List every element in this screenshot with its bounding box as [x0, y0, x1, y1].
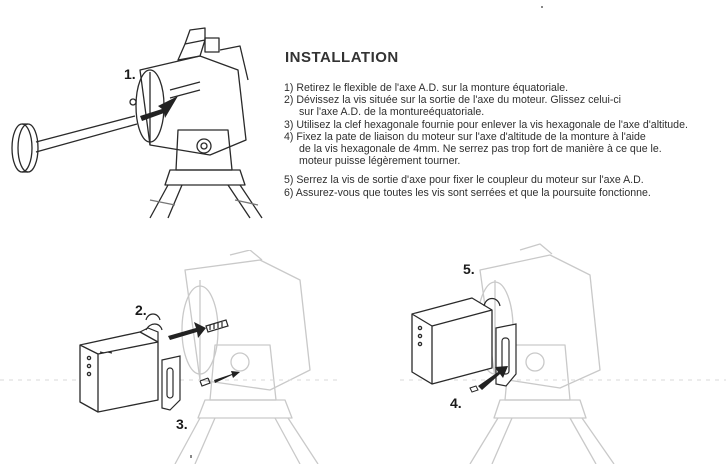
figure-label-5: 5.	[463, 261, 475, 277]
instruction-step-3: 3) Utilisez la clef hexagonale fournie p…	[284, 118, 688, 131]
instruction-step-4: 4) Fixez la pate de liaison du moteur su…	[284, 130, 646, 143]
figure-attach-motor	[0, 250, 340, 464]
figure-remove-flex-cable	[11, 27, 263, 219]
hex-screw	[199, 377, 211, 387]
figure-label-3: 3.	[176, 416, 188, 432]
scan-speck	[190, 455, 192, 458]
instruction-step-4-cont-2: moteur puisse légèrement tourner.	[299, 155, 461, 168]
instruction-step-2-cont: sur l'axe A.D. de la montureéquatoriale.	[299, 106, 485, 119]
arrow-icon	[168, 322, 206, 340]
counterweight-disc	[11, 123, 33, 173]
figure-label-4: 4.	[450, 395, 462, 411]
instruction-list: 1) Retirez le flexible de l'axe A.D. sur…	[284, 82, 719, 199]
motor-coupler	[139, 323, 163, 342]
instruction-step-1: 1) Retirez le flexible de l'axe A.D. sur…	[284, 82, 569, 94]
instruction-step-4-cont-1: de la vis hexagonale de 4mm. Ne serrez p…	[299, 143, 662, 156]
scan-speck	[541, 6, 543, 8]
counterweight-shaft	[35, 115, 138, 153]
motor-box	[411, 297, 493, 385]
axis-screw	[205, 319, 229, 333]
mount-outline-faint	[174, 250, 319, 464]
instruction-step-5: 5) Serrez la vis de sortie d'axe pour fi…	[284, 174, 644, 187]
instruction-step-6: 6) Assurez-vous que toutes les vis sont …	[284, 186, 651, 199]
motor-bracket	[161, 355, 181, 411]
motor-bracket	[495, 323, 517, 387]
arrow-icon	[140, 96, 178, 121]
figure-label-1: 1.	[124, 66, 136, 82]
instruction-step-2: 2) Dévissez la vis située sur la sortie …	[284, 94, 622, 107]
rotate-arrow-icon	[145, 313, 161, 321]
section-title: INSTALLATION	[285, 49, 399, 66]
figure-secure-motor	[400, 243, 726, 464]
figure-label-2: 2.	[135, 302, 147, 318]
rotate-arrow-icon	[483, 297, 501, 307]
motor-box	[79, 331, 159, 413]
arrow-icon	[478, 366, 508, 390]
arrow-small-icon	[214, 371, 240, 383]
